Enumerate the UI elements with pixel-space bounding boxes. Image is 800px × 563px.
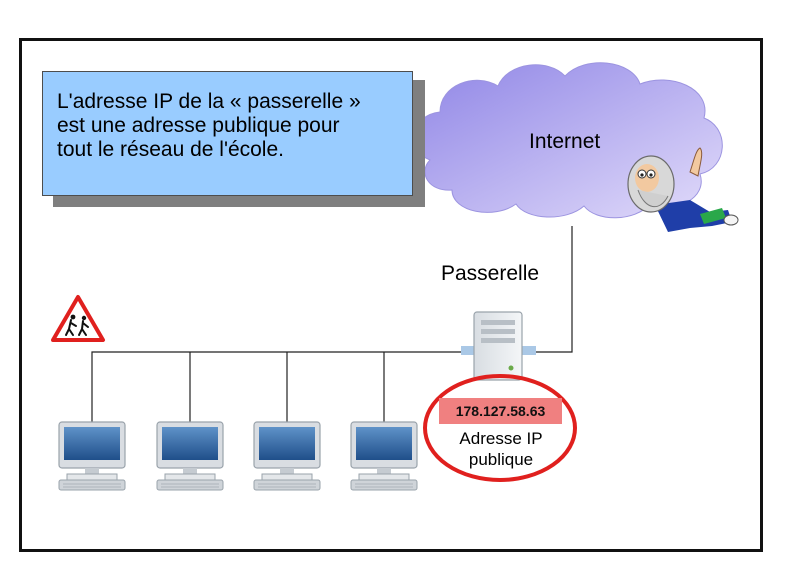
ip-caption-line: Adresse IP bbox=[459, 429, 543, 448]
school-crossing-warning-icon bbox=[51, 295, 105, 342]
callout-line: tout le réseau de l'école. bbox=[57, 138, 284, 161]
callout-line: est une adresse publique pour bbox=[57, 114, 340, 137]
gateway-label: Passerelle bbox=[441, 262, 540, 285]
computer-icon bbox=[253, 421, 321, 491]
ip-caption-line: publique bbox=[468, 450, 534, 469]
ip-highlight-ellipse bbox=[423, 374, 577, 482]
callout-line: L'adresse IP de la « passerelle » bbox=[57, 90, 361, 113]
internet-label: Internet bbox=[529, 130, 601, 153]
callout-box: L'adresse IP de la « passerelle » est un… bbox=[42, 71, 413, 196]
ip-caption: Adresse IP publique bbox=[431, 428, 571, 470]
network-links bbox=[91, 226, 573, 422]
computer-icon bbox=[156, 421, 224, 491]
public-ip-address: 178.127.58.63 bbox=[439, 398, 562, 424]
character-icon bbox=[627, 147, 739, 232]
computer-icon bbox=[58, 421, 126, 491]
server-icon bbox=[461, 311, 536, 381]
computer-icon bbox=[350, 421, 418, 491]
